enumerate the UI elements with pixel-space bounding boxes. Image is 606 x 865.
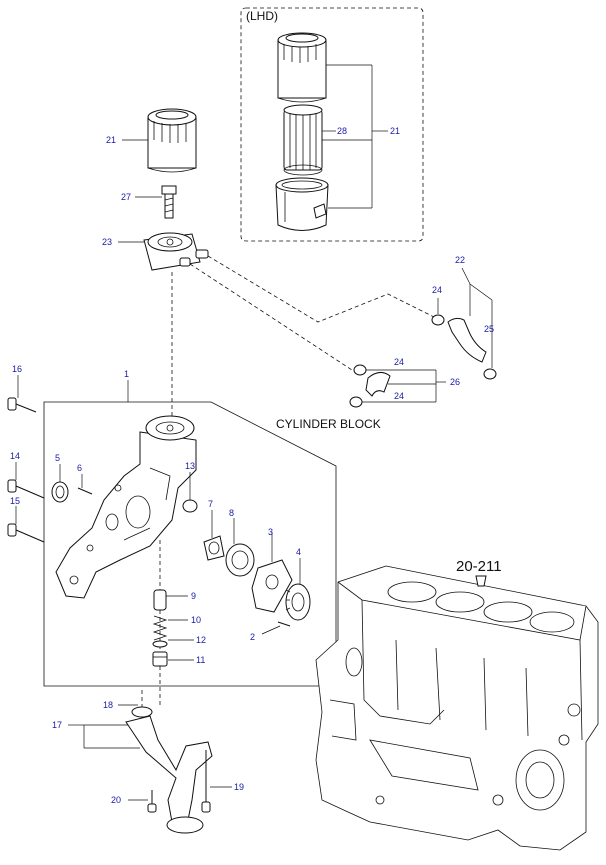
callout-24-c: 24 [394, 391, 404, 401]
callout-1: 1 [124, 369, 129, 379]
ref-label-20-211: 20-211 [456, 558, 502, 575]
o-ring-13 [182, 499, 198, 513]
callout-27: 27 [121, 192, 131, 202]
oil-cooler [143, 232, 209, 271]
ref-pointer [475, 575, 487, 587]
lhd-oil-filter [277, 32, 327, 103]
strainer-gasket [131, 706, 153, 718]
callout-17: 17 [52, 720, 62, 730]
callout-22: 22 [455, 255, 465, 265]
connector-bolt [161, 185, 177, 219]
oil-cooler-hose [349, 364, 391, 408]
callout-20: 20 [111, 795, 121, 805]
callout-15: 15 [10, 496, 20, 506]
dowel-pin [77, 487, 93, 495]
drive-gear [285, 583, 311, 621]
callout-14: 14 [10, 451, 20, 461]
callout-24-a: 24 [432, 285, 442, 295]
relief-plunger [153, 589, 167, 611]
relief-spring [152, 615, 168, 641]
pin-2 [277, 621, 291, 627]
callout-10: 10 [191, 615, 201, 625]
callout-28: 28 [337, 126, 347, 136]
callout-5: 5 [55, 453, 60, 463]
callout-2: 2 [250, 632, 255, 642]
inner-rotor [203, 535, 225, 561]
lhd-box: (LHD) [240, 7, 424, 242]
outer-rotor [225, 543, 255, 577]
callout-4: 4 [296, 547, 301, 557]
callout-12: 12 [196, 635, 206, 645]
callout-25: 25 [484, 324, 494, 334]
oil-pump-body [55, 415, 197, 599]
oil-filter [147, 108, 197, 173]
cylinder-block [315, 565, 599, 851]
lhd-leaders [322, 64, 388, 209]
cylinder-block-label: CYLINDER BLOCK [276, 417, 381, 431]
bolt-19 [201, 750, 211, 813]
callout-24-b: 24 [394, 357, 404, 367]
callout-18: 18 [103, 700, 113, 710]
hose-leaders-22 [437, 267, 493, 368]
callout-13: 13 [185, 461, 195, 471]
bolt-15 [7, 523, 45, 543]
oil-seal [51, 481, 69, 503]
callout-21: 21 [106, 135, 116, 145]
bolt-14 [7, 479, 45, 499]
lhd-filter-housing [275, 177, 329, 231]
strainer-leaders [68, 724, 140, 749]
callout-11: 11 [196, 655, 205, 665]
callout-8: 8 [229, 508, 234, 518]
lhd-label: (LHD) [246, 9, 278, 23]
pump-cover [251, 559, 293, 613]
bolt-20 [147, 790, 157, 813]
lhd-filter-element [283, 104, 323, 176]
oil-strainer [125, 715, 213, 834]
callout-21-lhd: 21 [390, 126, 400, 136]
callout-16: 16 [12, 364, 22, 374]
oil-pump-frame [43, 380, 337, 687]
callout-19: 19 [234, 782, 244, 792]
gasket-12 [152, 640, 168, 648]
dashed-connections [141, 255, 441, 730]
callout-3: 3 [268, 527, 273, 537]
plug-11 [152, 651, 168, 667]
hose-leaders-26 [362, 369, 446, 403]
coolant-hose [431, 314, 497, 380]
callout-6: 6 [77, 463, 82, 473]
callout-9: 9 [191, 591, 196, 601]
callout-7: 7 [208, 499, 213, 509]
callout-26: 26 [450, 377, 460, 387]
bolt-16 [7, 397, 37, 413]
callout-23: 23 [102, 237, 112, 247]
